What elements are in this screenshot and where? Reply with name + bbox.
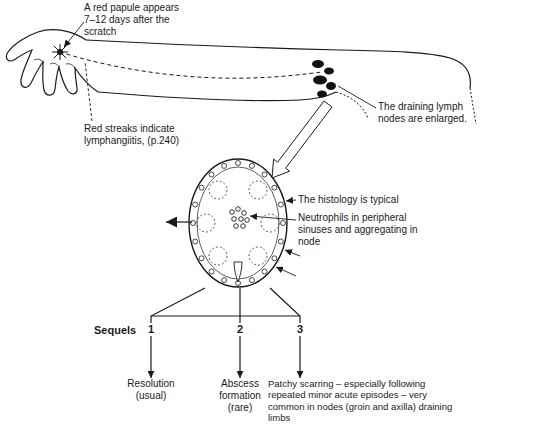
lymph-node [317, 91, 327, 98]
lymph-node [326, 82, 336, 90]
capsule-outline [189, 159, 287, 287]
leader-line [338, 86, 376, 108]
papule [57, 49, 63, 55]
leader-line [85, 62, 92, 121]
callout-text: A red papule appears 7–12 days after the… [84, 2, 184, 38]
outcome-text: Abscess formation (rare) [212, 378, 268, 414]
callout-number: 1 [145, 323, 157, 336]
connector-arrow [151, 288, 205, 378]
arm-outline [86, 40, 470, 88]
section-heading: Sequels [94, 324, 136, 337]
hollow-arrow [272, 101, 332, 178]
knuckle-lines [34, 59, 75, 68]
callout-text: Red streaks indicate lymphangiitis, (p.2… [84, 123, 196, 147]
lymph-node [312, 60, 324, 68]
lymphangitis-streak [60, 52, 322, 78]
sequels-bar [151, 315, 300, 316]
callout-text: The draining lymph nodes are enlarged. [378, 101, 482, 125]
torso-outline [470, 88, 476, 124]
node-outline [188, 158, 288, 288]
efferent-arrow [166, 221, 192, 222]
leader-line [286, 200, 296, 201]
callout-text: The histology is typical [298, 194, 399, 206]
outcome-text: Patchy scarring – especially following r… [268, 378, 458, 424]
lymph-node [324, 68, 334, 75]
callout-number: 3 [294, 323, 306, 336]
lymph-node [313, 76, 327, 85]
callout-number: 2 [234, 323, 246, 336]
outcome-text: Resolution (usual) [121, 378, 181, 402]
torso-outline [336, 92, 368, 118]
papule-rays [52, 44, 68, 60]
afferent-arrow [285, 250, 300, 256]
callout-text: Neutrophils in peripheral sinuses and ag… [298, 212, 426, 248]
node-text: Abscess formation (rare) [212, 378, 268, 414]
node-text: Resolution (usual) [121, 378, 181, 402]
arm-outline [98, 92, 336, 101]
sinus-outline [197, 167, 279, 279]
afferent-arrow [276, 267, 296, 276]
hand-outline [6, 30, 98, 96]
lymph-node-section: The histology is typicalNeutrophils in p… [188, 158, 288, 288]
node-text: Patchy scarring – especially following r… [268, 378, 458, 424]
leader-line [64, 22, 84, 47]
